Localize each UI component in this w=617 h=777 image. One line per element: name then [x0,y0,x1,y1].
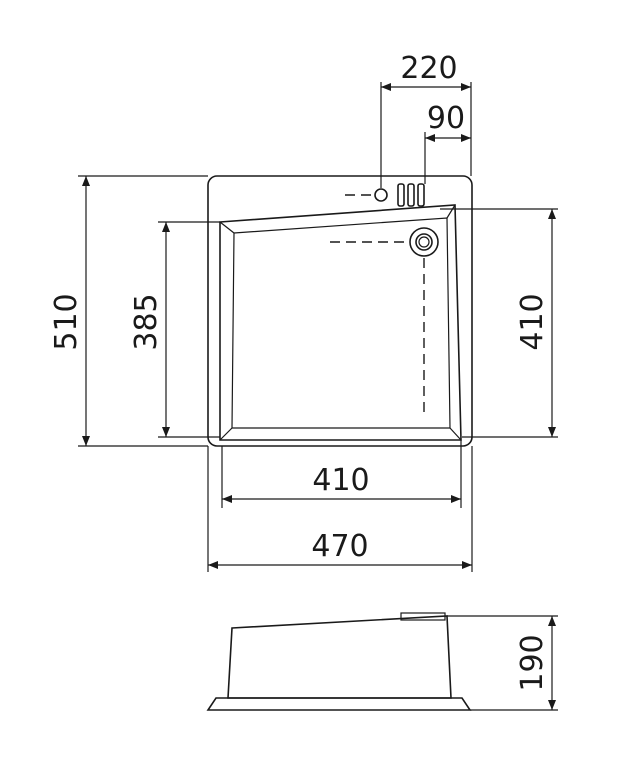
dim-height-label: 190 [515,634,550,691]
tap-hole [374,188,388,202]
top-view [207,175,473,447]
dim-overflow-offset-label: 90 [427,101,465,136]
dim-overall-depth-label: 510 [49,293,84,350]
sink-flange [206,697,472,711]
bowl-outline [219,204,462,441]
sink-outline [207,175,473,447]
dim-overall-width: 470 [207,446,473,572]
overflow-slots [397,183,425,207]
dim-tap-offset-label: 220 [400,51,457,86]
dim-bowl-width-label: 410 [312,463,369,498]
drain [409,227,439,257]
dim-bowl-depth-right: 410 [440,208,558,438]
dim-overall-depth: 510 [49,175,208,447]
dim-bowl-depth-left-label: 385 [129,293,164,350]
dim-bowl-width: 410 [221,440,462,508]
sink-body-side [227,615,452,699]
dim-overflow-offset: 90 [424,101,471,184]
dim-tap-offset: 220 [380,51,472,188]
dim-bowl-depth-left: 385 [129,221,220,438]
dim-bowl-depth-right-label: 410 [515,293,550,350]
dim-overall-width-label: 470 [311,529,368,564]
dim-height: 190 [447,615,558,711]
bowl-inner-outline [231,217,451,429]
side-view [206,612,472,711]
